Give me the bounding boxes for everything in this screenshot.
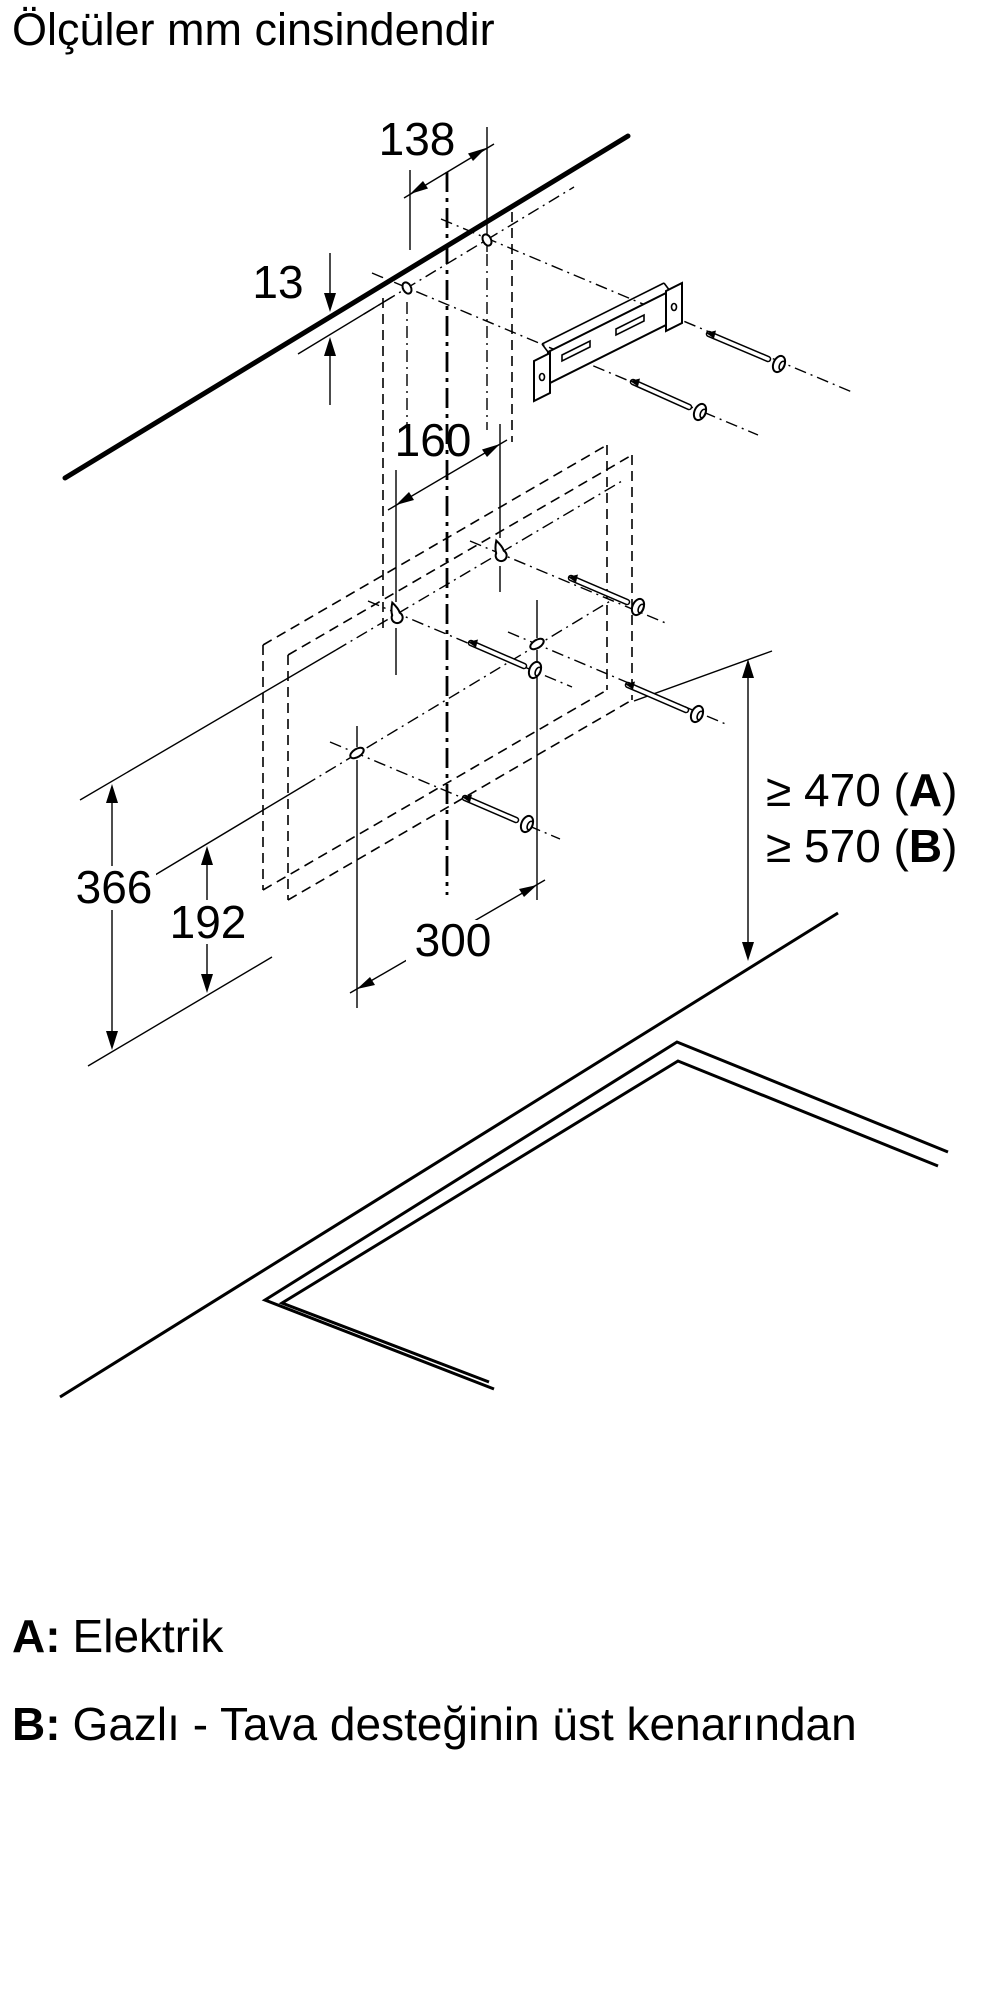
dim-label-13: 13 (252, 256, 303, 308)
screw-5 (624, 681, 705, 724)
dimension-160 (387, 439, 508, 511)
dimension-min-clearance (742, 659, 754, 961)
oval-fixing-holes (349, 637, 545, 760)
dimension-13 (324, 253, 336, 405)
mounting-bracket (533, 281, 683, 403)
hole-row-axis-lines (79, 186, 623, 1067)
screw-6 (461, 794, 535, 834)
hood-back-panel-outline (262, 444, 633, 901)
extension-lines (356, 127, 773, 1008)
dim-label-138: 138 (379, 113, 456, 165)
label-mask (166, 900, 250, 944)
screw-1 (705, 330, 787, 374)
bracket-left-tab (533, 351, 551, 403)
screw-3 (567, 574, 646, 617)
wall-ceiling-line (62, 133, 631, 481)
dimension-192 (201, 846, 213, 993)
dimension-138 (403, 143, 495, 199)
dim-label-min-470: ≥ 470 (A) (766, 764, 957, 816)
countertop-outline (261, 1040, 949, 1391)
dim-label-min-570: ≥ 570 (B) (766, 820, 957, 872)
wall-base-line (59, 911, 839, 1399)
chimney-edge-lines (382, 212, 513, 632)
screws (461, 330, 787, 834)
bracket-right-tab (665, 281, 683, 333)
label-mask (72, 866, 156, 910)
fastener-axis-lines (329, 218, 853, 840)
screw-4 (467, 639, 543, 680)
dim-label-160: 160 (395, 414, 472, 466)
dim-label-300: 300 (415, 914, 492, 966)
keyhole-slots (390, 538, 508, 625)
wall-drill-holes (401, 233, 493, 295)
label-mask (406, 920, 502, 964)
dimension-366 (106, 784, 118, 1050)
page-title: Ölçüler mm cinsindendir (12, 4, 495, 55)
screw-2 (629, 378, 708, 422)
legend-b: B:Gazlı - Tava desteğinin üst kenarından (12, 1698, 857, 1750)
dim-label-366: 366 (76, 861, 153, 913)
legend-a: A:Elektrik (12, 1610, 224, 1662)
dim-label-192: 192 (170, 896, 247, 948)
